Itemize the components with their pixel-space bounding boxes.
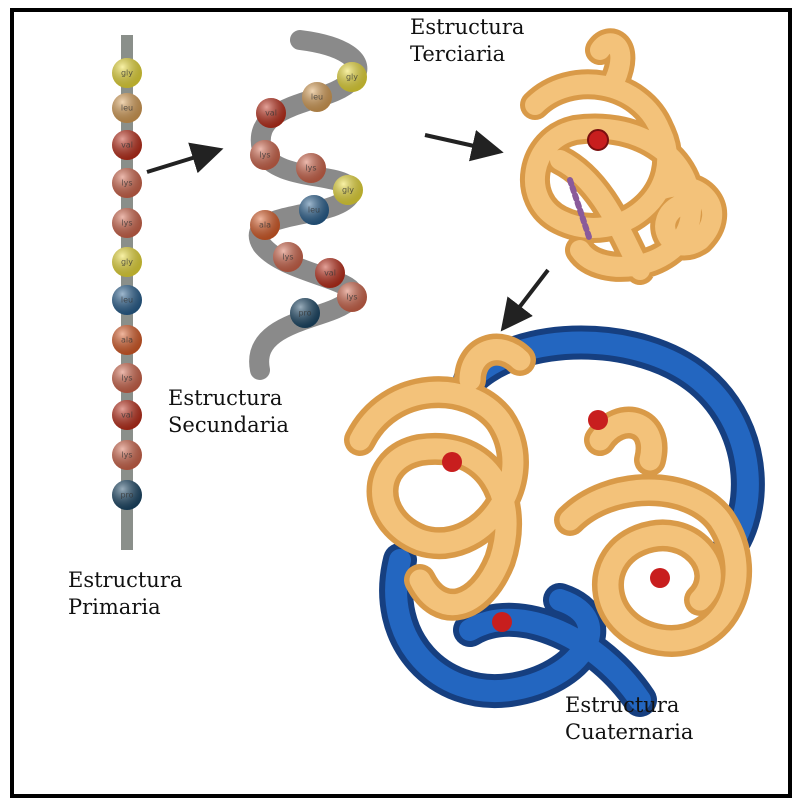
label-primary-line2: Primaria (68, 595, 161, 619)
bead-shading (112, 480, 142, 510)
bead-shading (337, 62, 367, 92)
bead-label: pro (120, 491, 133, 500)
amino-acid-bead: gly (333, 175, 363, 205)
bead-shading (112, 247, 142, 277)
bead-label: ala (121, 336, 133, 345)
label-tertiary-line1: Estructura (410, 15, 525, 39)
amino-acid-bead: leu (112, 285, 142, 315)
label-secondary-line1: Estructura (168, 386, 283, 410)
amino-acid-bead: gly (112, 58, 142, 88)
bead-shading (302, 82, 332, 112)
amino-acid-bead: val (315, 258, 345, 288)
bead-shading (273, 242, 303, 272)
amino-acid-bead: gly (112, 247, 142, 277)
bead-label: lys (121, 374, 132, 383)
bead-label: gly (121, 69, 133, 78)
secondary-beads: gly leu val lys lys gly leu ala lys val lys pro (250, 62, 367, 328)
bead-label: lys (121, 219, 132, 228)
amino-acid-bead: lys (112, 168, 142, 198)
bead-shading (333, 175, 363, 205)
arrow-tertiary-to-quaternary (500, 268, 550, 332)
amino-acid-bead: ala (112, 325, 142, 355)
bead-shading (290, 298, 320, 328)
amino-acid-bead: leu (112, 93, 142, 123)
bead-label: leu (121, 296, 133, 305)
bead-shading (250, 140, 280, 170)
label-primary: Estructura Primaria (68, 567, 182, 621)
bead-label: leu (308, 206, 320, 215)
bead-shading (112, 58, 142, 88)
amino-acid-bead: val (112, 130, 142, 160)
label-quaternary: Estructura Cuaternaria (565, 692, 693, 746)
bead-label: val (265, 109, 277, 118)
bead-shading (299, 195, 329, 225)
label-tertiary-line2: Terciaria (410, 42, 506, 66)
bead-label: gly (342, 186, 354, 195)
bead-shading (112, 208, 142, 238)
quaternary-structure (344, 325, 765, 717)
bead-shading (112, 400, 142, 430)
amino-acid-bead: lys (273, 242, 303, 272)
bead-label: pro (298, 309, 311, 318)
amino-acid-bead: pro (112, 480, 142, 510)
amino-acid-bead: lys (112, 208, 142, 238)
bead-label: lys (121, 451, 132, 460)
amino-acid-bead: gly (337, 62, 367, 92)
bead-label: leu (121, 104, 133, 113)
bead-shading (296, 153, 326, 183)
label-secondary: Estructura Secundaria (168, 385, 289, 439)
amino-acid-bead: pro (290, 298, 320, 328)
amino-acid-bead: leu (302, 82, 332, 112)
tertiary-structure (520, 28, 728, 285)
bead-label: val (121, 411, 133, 420)
bead-shading (315, 258, 345, 288)
bead-label: lys (305, 164, 316, 173)
bead-label: ala (259, 221, 271, 230)
arrow-secondary-to-tertiary (424, 130, 504, 162)
amino-acid-bead: lys (250, 140, 280, 170)
label-tertiary: Estructura Terciaria (410, 14, 524, 68)
bead-label: gly (121, 258, 133, 267)
bead-shading (112, 130, 142, 160)
label-quaternary-line2: Cuaternaria (565, 720, 694, 744)
amino-acid-bead: leu (299, 195, 329, 225)
amino-acid-bead: lys (112, 440, 142, 470)
amino-acid-bead: lys (112, 363, 142, 393)
frame-border (10, 8, 792, 798)
bead-shading (112, 325, 142, 355)
bead-shading (112, 440, 142, 470)
bead-shading (112, 285, 142, 315)
bead-shading (250, 210, 280, 240)
label-primary-line1: Estructura (68, 568, 183, 592)
bead-label: lys (282, 253, 293, 262)
primary-beads: gly leu val lys lys gly leu ala lys val lys pro (112, 58, 142, 510)
arrow-primary-to-secondary (146, 142, 224, 174)
label-quaternary-line1: Estructura (565, 693, 680, 717)
amino-acid-bead: lys (337, 282, 367, 312)
label-secondary-line2: Secundaria (168, 413, 289, 437)
bead-shading (112, 168, 142, 198)
amino-acid-bead: ala (250, 210, 280, 240)
bead-label: lys (346, 293, 357, 302)
bead-label: val (324, 269, 336, 278)
bead-shading (337, 282, 367, 312)
bead-label: lys (121, 179, 132, 188)
amino-acid-bead: val (256, 98, 286, 128)
amino-acid-bead: lys (296, 153, 326, 183)
bead-label: val (121, 141, 133, 150)
bead-label: lys (259, 151, 270, 160)
bead-label: gly (346, 73, 358, 82)
bead-shading (256, 98, 286, 128)
bead-shading (112, 93, 142, 123)
bead-shading (112, 363, 142, 393)
amino-acid-bead: val (112, 400, 142, 430)
bead-label: leu (311, 93, 323, 102)
